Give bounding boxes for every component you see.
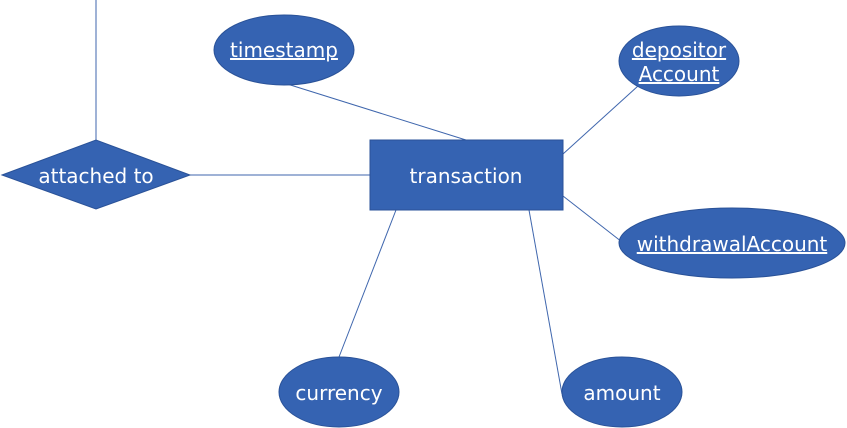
connector-amount xyxy=(528,209,563,395)
relationship-label: attached to xyxy=(38,164,153,188)
attribute-ellipse xyxy=(618,25,740,97)
connector-withdrawal-account xyxy=(562,195,623,243)
entity-box xyxy=(369,139,564,211)
attribute-depositor-account[interactable]: depositor Account xyxy=(618,25,740,97)
attribute-label-line2: Account xyxy=(639,62,720,86)
attribute-ellipse xyxy=(278,356,400,428)
attribute-withdrawal-account[interactable]: withdrawalAccount xyxy=(618,207,846,279)
connector-currency xyxy=(338,209,397,358)
attribute-timestamp[interactable]: timestamp xyxy=(213,14,355,86)
connector-timestamp xyxy=(283,82,467,141)
attribute-ellipse xyxy=(561,356,683,428)
attribute-ellipse xyxy=(618,207,846,279)
attribute-amount[interactable]: amount xyxy=(561,356,683,428)
connector-depositor-account xyxy=(562,85,639,155)
attribute-ellipse xyxy=(213,14,355,86)
attribute-label-line1: depositor xyxy=(632,38,727,62)
attribute-label: timestamp xyxy=(230,38,338,62)
relationship-diamond xyxy=(0,139,192,210)
attribute-label: amount xyxy=(583,381,660,405)
relationship-attached-to[interactable]: attached to xyxy=(0,139,192,210)
attribute-currency[interactable]: currency xyxy=(278,356,400,428)
entity-label: transaction xyxy=(410,164,523,188)
attribute-label: withdrawalAccount xyxy=(637,232,828,256)
entity-transaction[interactable]: transaction xyxy=(369,139,564,211)
attribute-label: currency xyxy=(295,381,382,405)
